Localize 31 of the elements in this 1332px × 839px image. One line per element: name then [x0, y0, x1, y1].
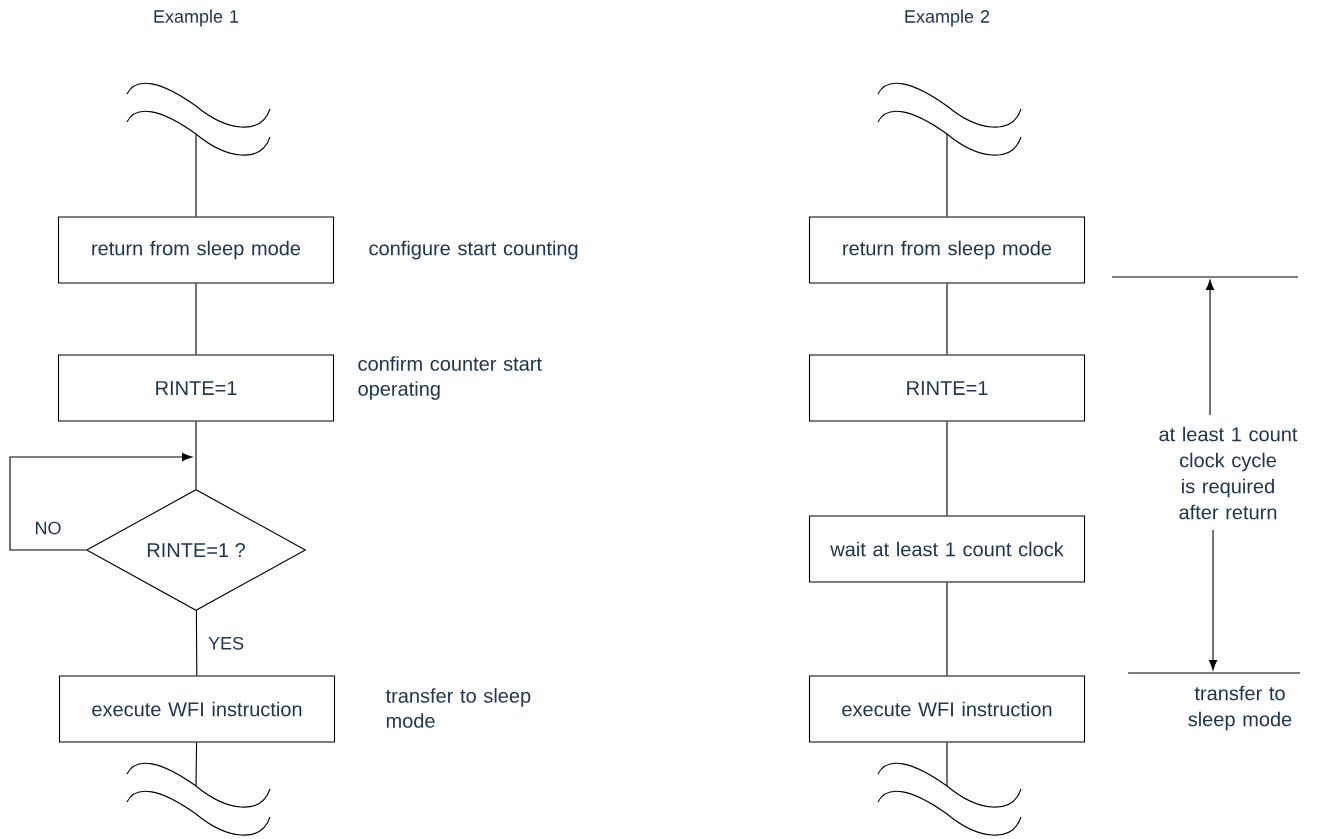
break-symbol [126, 762, 271, 836]
break-symbol [126, 82, 271, 156]
process-box: execute WFI instruction [58, 675, 336, 743]
connector-line [195, 283, 197, 355]
dimension-text: at least 1 count clock cycle is required after return [1159, 426, 1298, 520]
connector-line [195, 742, 198, 787]
edge-label: NO [36, 521, 61, 535]
connector-line [946, 133, 948, 217]
process-box: return from sleep mode [808, 216, 1086, 284]
connector-line [195, 421, 197, 490]
process-box: execute WFI instruction [808, 675, 1086, 743]
annotation-text: transfer to sleep mode [385, 688, 531, 728]
process-box: return from sleep mode [57, 216, 335, 284]
loop-arrow [9, 452, 193, 551]
break-symbol [877, 82, 1022, 156]
example-heading: Example 2 [905, 9, 990, 27]
connector-line [195, 610, 198, 676]
break-symbol [877, 762, 1022, 836]
connector-line [946, 582, 948, 676]
example-heading: Example 1 [154, 9, 239, 27]
process-box: RINTE=1 [57, 354, 335, 422]
connector-line [195, 133, 197, 217]
process-box: wait at least 1 count clock [808, 515, 1086, 583]
connector-line [946, 742, 948, 787]
connector-line [946, 421, 948, 516]
annotation-text: transfer to sleep mode [1188, 685, 1292, 731]
connector-line [946, 283, 948, 355]
process-box: RINTE=1 [808, 354, 1086, 422]
annotation-text: confirm counter start operating [358, 356, 542, 400]
edge-label: YES [208, 636, 244, 650]
annotation-text: configure start counting [369, 240, 578, 260]
